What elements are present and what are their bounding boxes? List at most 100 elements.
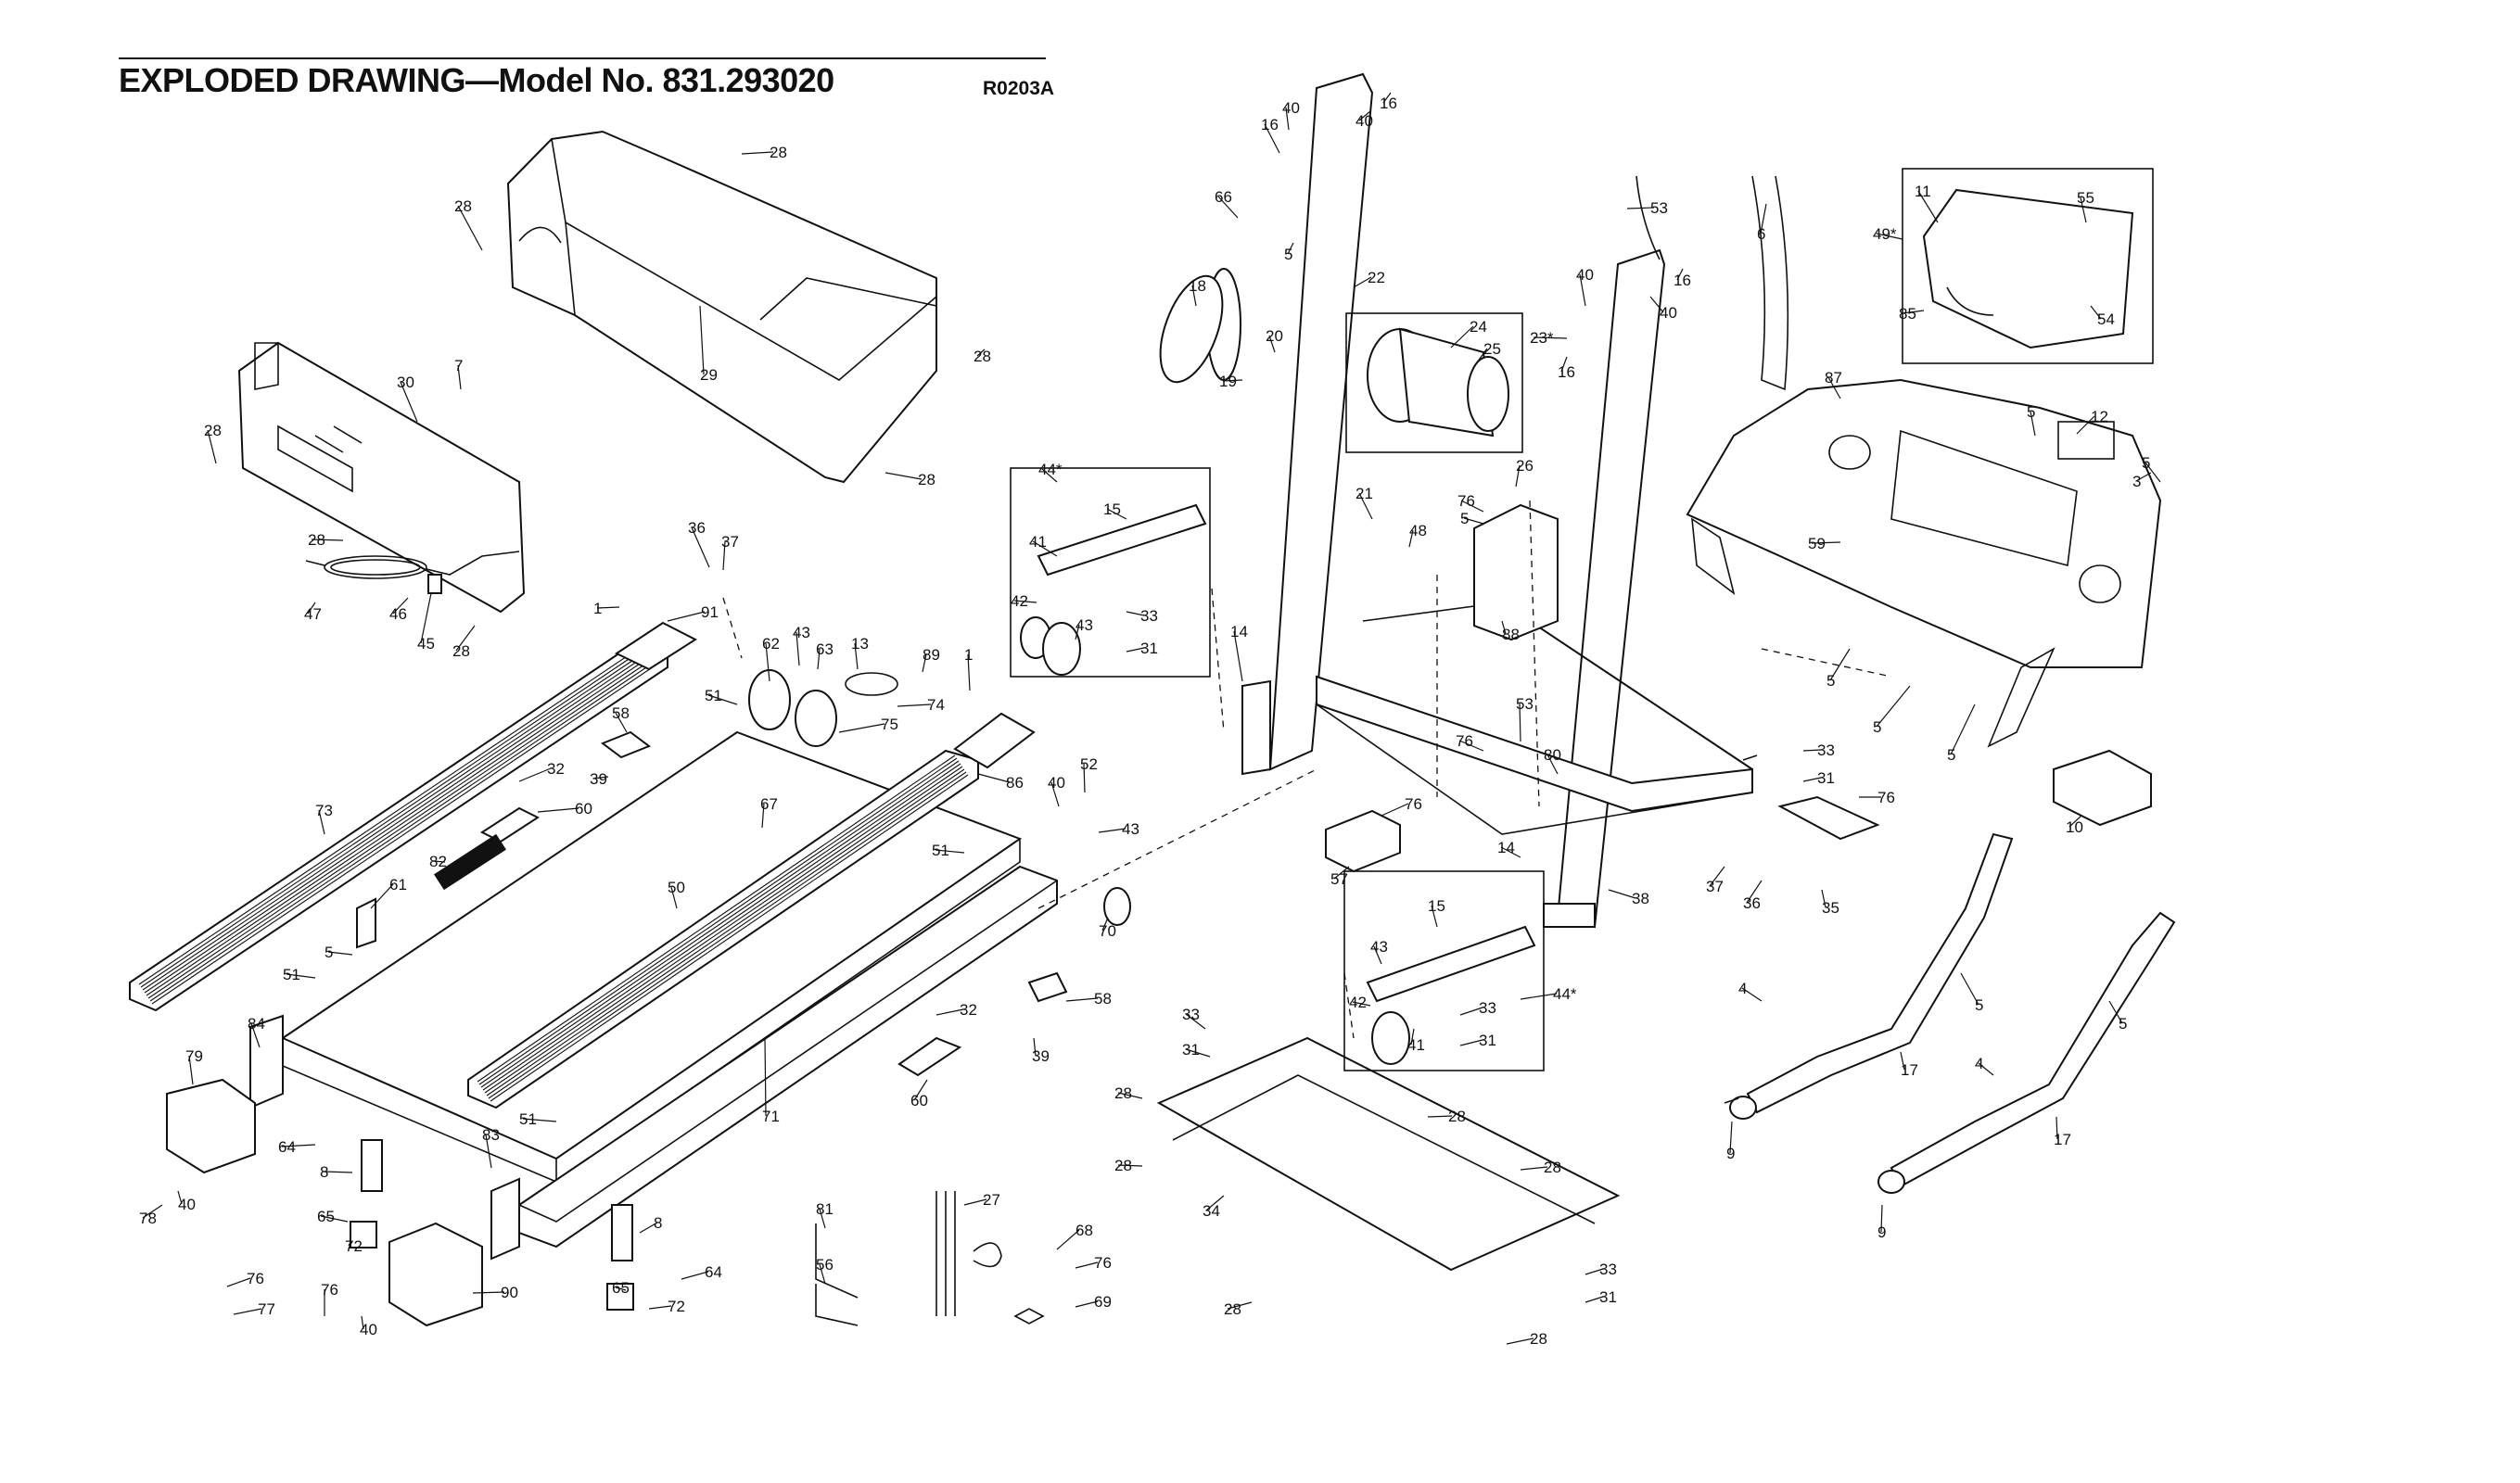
- part-callout-label: 77: [258, 1300, 275, 1318]
- rollers-part: [748, 616, 1131, 926]
- part-callout-label: 28: [308, 531, 325, 549]
- power-cord-part: [305, 551, 520, 594]
- part-callout-label: 49*: [1873, 225, 1897, 243]
- callout-leader: [2068, 815, 2082, 828]
- callout-leader: [1075, 1261, 1099, 1269]
- part-callout-label: 31: [1817, 769, 1835, 787]
- part-callout-label: 76: [1405, 795, 1422, 813]
- tread-groove: [144, 649, 655, 994]
- tread-groove: [477, 754, 956, 1083]
- tread-groove: [147, 654, 659, 999]
- part-callout-label: 81: [816, 1200, 834, 1218]
- part-callout-label: 11: [1915, 183, 1931, 200]
- part-callout-label: 28: [1114, 1157, 1132, 1174]
- callout-leader: [1876, 685, 1911, 728]
- part-callout-label: 80: [1544, 746, 1561, 764]
- callout-leader: [2055, 1116, 2058, 1140]
- callout-leader: [1917, 190, 1939, 223]
- callout-leader: [1585, 1296, 1604, 1303]
- part-callout-label: 39: [1032, 1047, 1050, 1065]
- tread-groove: [138, 640, 650, 985]
- callout-leader: [681, 1271, 709, 1280]
- callout-leader: [854, 642, 859, 670]
- callout-leader: [838, 723, 885, 733]
- callout-leader: [1459, 1039, 1483, 1046]
- part-callout-label: 88: [1502, 626, 1520, 643]
- callout-leader: [1709, 866, 1725, 887]
- part-callout-label: 31: [1599, 1288, 1617, 1306]
- callout-leader: [1117, 1092, 1143, 1099]
- tread-groove: [488, 771, 967, 1099]
- part-callout-label: 34: [1203, 1202, 1220, 1220]
- callout-leader: [1222, 379, 1243, 382]
- callout-leader: [1579, 273, 1586, 307]
- part-callout-label: 40: [1355, 112, 1373, 130]
- tread-groove: [140, 643, 652, 988]
- part-callout-label: 43: [793, 624, 810, 641]
- part-callout-label: 76: [1457, 492, 1475, 510]
- part-callout-label: 1: [593, 600, 602, 617]
- callout-leader: [1520, 993, 1558, 1000]
- callout-leader: [1760, 203, 1767, 234]
- callout-leader: [615, 712, 628, 733]
- title-rule: [119, 57, 1046, 59]
- tread-groove: [142, 646, 654, 991]
- callout-leader: [472, 1291, 505, 1294]
- part-callout-label: 12: [2091, 408, 2108, 425]
- part-callout-label: 31: [1182, 1041, 1200, 1058]
- part-callout-label: 30: [397, 374, 414, 391]
- callout-leader: [318, 809, 325, 835]
- callout-leader: [795, 631, 800, 666]
- callout-leader: [2108, 1000, 2123, 1024]
- callout-leader: [281, 1144, 316, 1147]
- part-callout-label: 5: [1826, 672, 1835, 690]
- callout-leader: [885, 472, 923, 480]
- upright-frame-part: [1241, 72, 1753, 929]
- callout-leader: [1065, 997, 1099, 1002]
- callout-leader: [1450, 325, 1474, 349]
- part-callout-label: 28: [770, 144, 787, 161]
- callout-leader: [518, 767, 552, 782]
- tread-groove: [484, 766, 963, 1094]
- part-callout-label: 5: [2142, 454, 2150, 472]
- callout-leader: [455, 625, 476, 652]
- part-callout-label: 51: [705, 687, 722, 704]
- part-callout-label: 33: [1182, 1006, 1200, 1023]
- callout-leader: [691, 526, 710, 568]
- callout-leader: [817, 648, 821, 670]
- part-callout-label: 28: [1448, 1108, 1466, 1125]
- part-callout-label: 55: [2077, 189, 2094, 207]
- callout-leader: [1333, 866, 1350, 880]
- part-callout-label: 16: [1558, 363, 1575, 381]
- part-callout-label: 29: [700, 366, 718, 384]
- part-callout-label: 6: [1757, 225, 1765, 243]
- callout-leader: [457, 205, 483, 251]
- part-callout-label: 41: [1029, 533, 1047, 551]
- part-callout-label: 39: [590, 770, 607, 788]
- part-callout-label: 47: [304, 605, 322, 623]
- callout-leader: [1268, 335, 1276, 353]
- callout-leader: [1900, 1051, 1905, 1071]
- part-callout-label: 40: [1048, 774, 1065, 792]
- callout-leader: [370, 883, 394, 909]
- callout-leader: [286, 973, 316, 979]
- part-callout-label: 37: [1706, 878, 1724, 895]
- callout-leader: [963, 1198, 987, 1206]
- callout-leaders: [142, 92, 2161, 1345]
- part-callout-label: 48: [1409, 522, 1427, 539]
- part-callout-label: 37: [721, 533, 739, 551]
- callout-leader: [1233, 630, 1243, 682]
- callout-leader: [1358, 110, 1371, 121]
- part-callout-label: 15: [1103, 501, 1121, 518]
- part-callout-label: 4: [1738, 980, 1747, 997]
- callout-leader: [1880, 1204, 1883, 1233]
- part-callout-label: 13: [851, 635, 869, 653]
- part-callout-label: 9: [1726, 1145, 1735, 1162]
- part-callout-label: 70: [1099, 922, 1116, 940]
- callout-leader: [1746, 880, 1763, 904]
- callout-leader: [761, 803, 765, 829]
- part-callout-label: 28: [204, 422, 222, 439]
- part-callout-label: 84: [248, 1015, 265, 1033]
